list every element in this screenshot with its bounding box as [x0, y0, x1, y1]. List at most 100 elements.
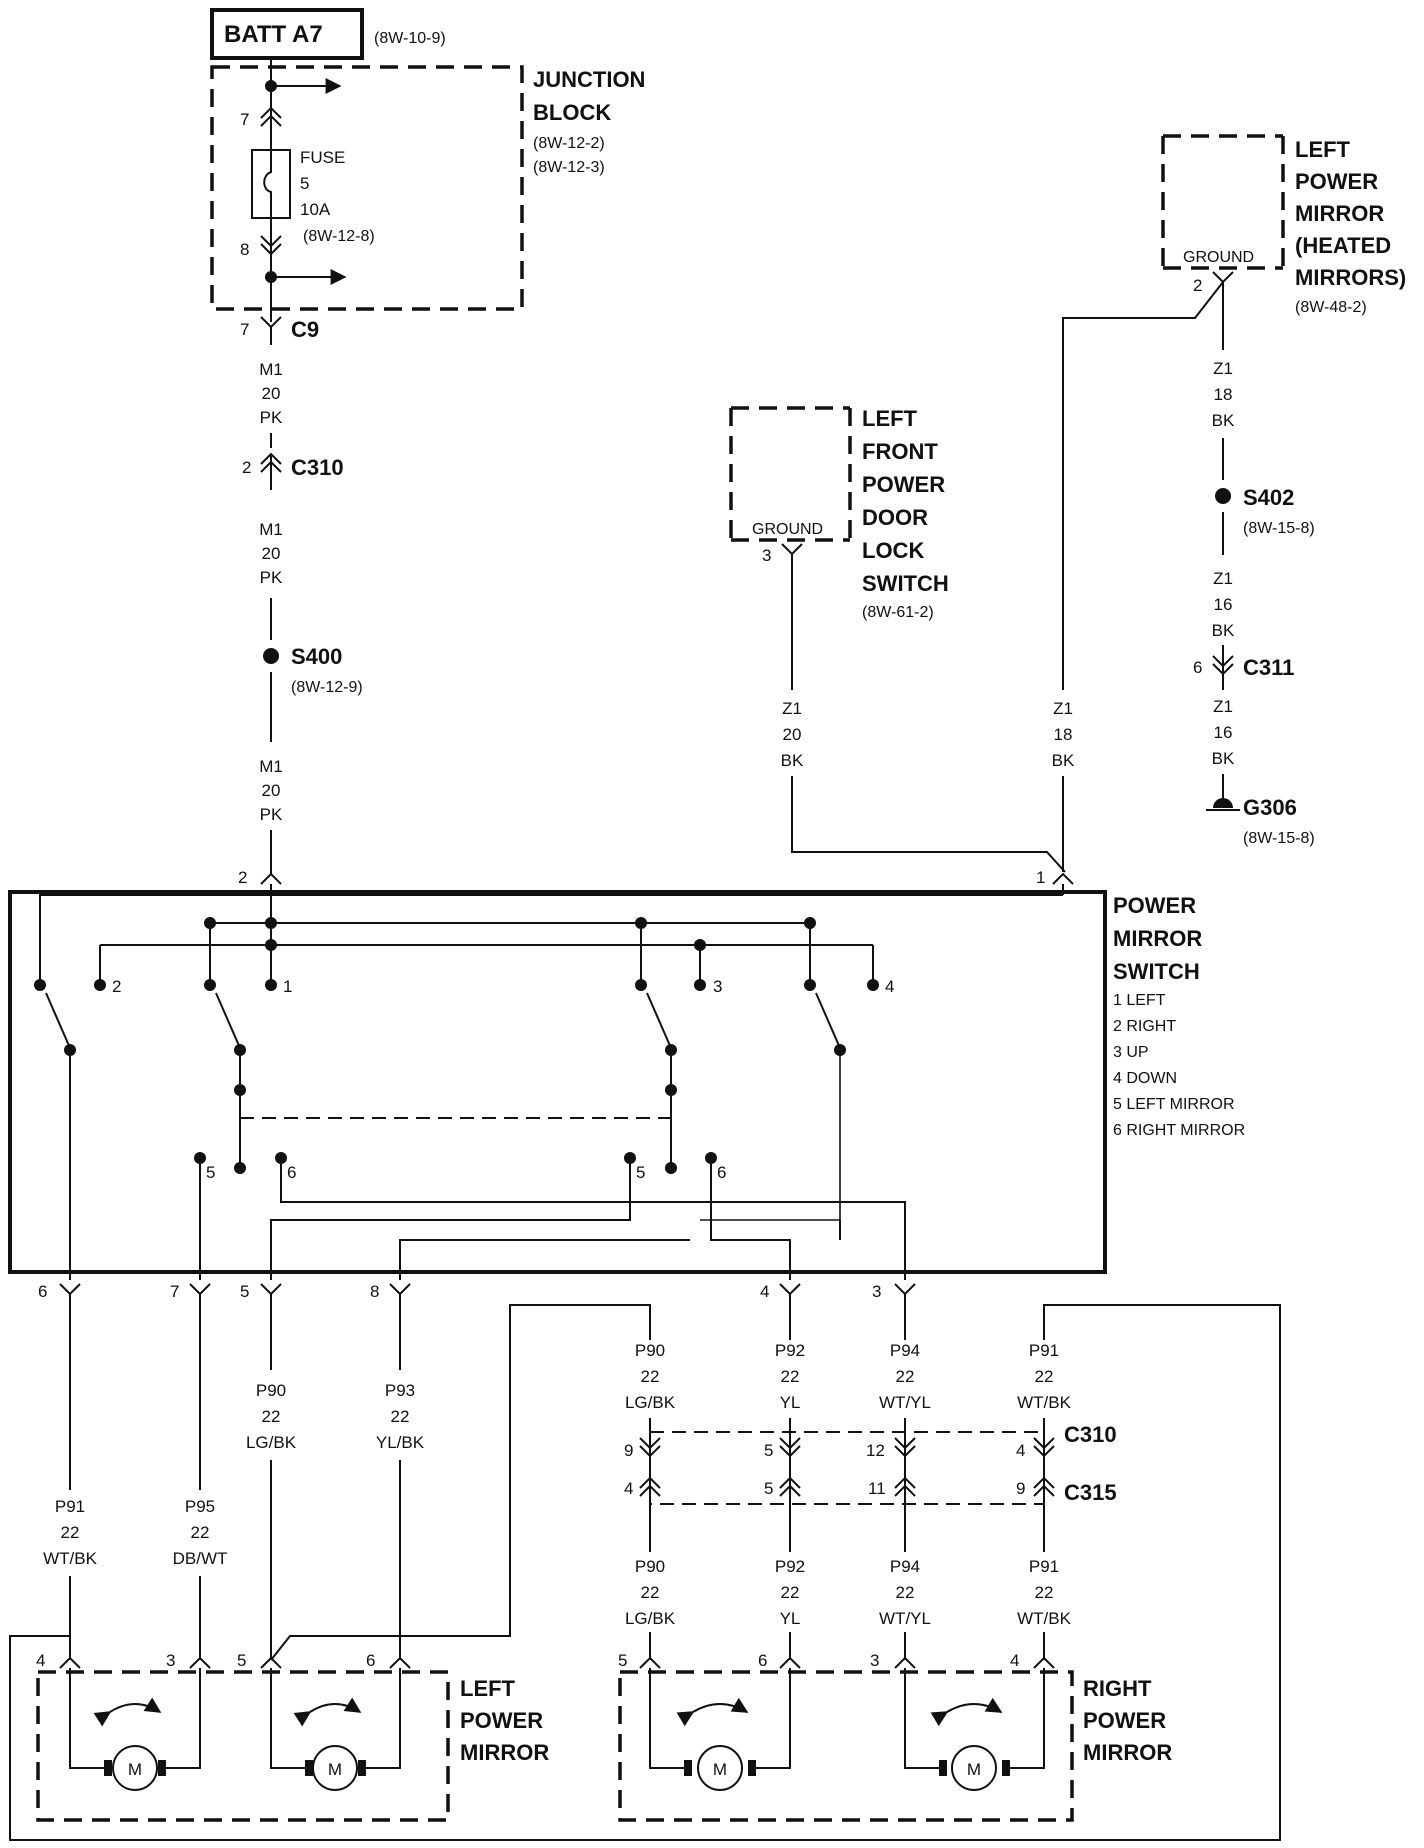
- svg-text:22: 22: [1035, 1367, 1054, 1386]
- svg-text:BK: BK: [781, 751, 804, 770]
- wire-p91-right-top: P91 22 WT/BK: [1017, 1341, 1071, 1412]
- svg-text:16: 16: [1214, 595, 1233, 614]
- switch-contact-4: 4: [885, 977, 894, 996]
- c311-label: C311: [1243, 655, 1294, 680]
- svg-text:20: 20: [783, 725, 802, 744]
- svg-text:WT/BK: WT/BK: [43, 1549, 97, 1568]
- wire-p90-right-bottom: P90 22 LG/BK: [620, 1552, 680, 1632]
- svg-text:DB/WT: DB/WT: [173, 1549, 228, 1568]
- svg-text:22: 22: [641, 1367, 660, 1386]
- fuse-label-2: 5: [300, 174, 309, 193]
- batt-label: BATT A7: [224, 21, 323, 48]
- c310-bottom-connector: 9 5 12 4 C310: [624, 1422, 1117, 1460]
- z1-18-right-col: BK: [1052, 751, 1075, 770]
- svg-text:M: M: [328, 1760, 342, 1779]
- s402-ref: (8W-15-8): [1243, 520, 1315, 537]
- svg-text:MIRRORS): MIRRORS): [1295, 265, 1406, 290]
- svg-text:22: 22: [896, 1367, 915, 1386]
- door-lock-pin: 3: [762, 546, 771, 565]
- switch-contact-1: 1: [283, 977, 292, 996]
- switch-pin-5: 5: [240, 1282, 249, 1301]
- svg-text:20: 20: [262, 544, 281, 563]
- svg-text:LOCK: LOCK: [862, 538, 924, 563]
- c9-label: C9: [291, 317, 319, 342]
- svg-text:(HEATED: (HEATED: [1295, 233, 1391, 258]
- right-power-mirror: RIGHT POWER MIRROR 5 6 3 4 M M: [618, 1651, 1172, 1822]
- left-power-mirror: LEFT POWER MIRROR 4 3 5 6 M M: [36, 1651, 549, 1822]
- wire-z1-18-mid: Z1 18 BK: [1212, 359, 1235, 430]
- right-mirror-pin-4: 4: [1010, 1651, 1019, 1670]
- c311-pin: 6: [1193, 658, 1202, 677]
- left-mirror-pin-6: 6: [366, 1651, 375, 1670]
- svg-text:22: 22: [781, 1367, 800, 1386]
- svg-text:P90: P90: [635, 1557, 665, 1576]
- wire-p90-right-top: P90 22 LG/BK: [625, 1341, 676, 1412]
- svg-text:POWER: POWER: [1083, 1708, 1166, 1733]
- s400-label: S400: [291, 644, 342, 669]
- svg-text:22: 22: [391, 1407, 410, 1426]
- svg-text:PK: PK: [260, 805, 283, 824]
- right-mirror-motor-2: [951, 1745, 997, 1791]
- wire-p94-right-top: P94 22 WT/YL: [879, 1341, 931, 1412]
- left-mirror-pin-5: 5: [237, 1651, 246, 1670]
- svg-text:BK: BK: [1212, 749, 1235, 768]
- svg-text:MIRROR: MIRROR: [1083, 1740, 1172, 1765]
- fuse-label-1: FUSE: [300, 148, 345, 167]
- fuse-pin-out: 8: [240, 240, 249, 259]
- svg-text:5: 5: [764, 1479, 773, 1498]
- fuse-5: FUSE 5 10A (8W-12-8): [251, 148, 375, 245]
- svg-text:YL/BK: YL/BK: [376, 1433, 425, 1452]
- switch-contact-3: 3: [713, 977, 722, 996]
- switch-pin-2-top: 2: [238, 868, 247, 887]
- s400-splice: [263, 648, 279, 664]
- wire-p90-left: P90 22 LG/BK: [246, 1381, 297, 1452]
- z1-18-right-g: 18: [1054, 725, 1073, 744]
- svg-text:SWITCH: SWITCH: [862, 571, 949, 596]
- svg-text:SWITCH: SWITCH: [1113, 959, 1200, 984]
- heated-mirror: GROUND LEFT POWER MIRROR (HEATED MIRRORS…: [1161, 134, 1406, 316]
- svg-text:MIRROR: MIRROR: [460, 1740, 549, 1765]
- heated-mirror-ref: (8W-48-2): [1295, 299, 1367, 316]
- switch-pin-3: 3: [872, 1282, 881, 1301]
- heated-mirror-ground: GROUND: [1183, 249, 1254, 266]
- left-mirror-pin-3: 3: [166, 1651, 175, 1670]
- g306-label: G306: [1243, 795, 1297, 820]
- svg-text:P94: P94: [890, 1341, 920, 1360]
- fuse-pin-in: 7: [240, 110, 249, 129]
- svg-text:MIRROR: MIRROR: [1113, 926, 1202, 951]
- wire-z1-20: Z1 20 BK: [781, 699, 804, 770]
- svg-text:P90: P90: [635, 1341, 665, 1360]
- svg-text:YL: YL: [780, 1609, 801, 1628]
- right-mirror-pin-6: 6: [758, 1651, 767, 1670]
- svg-text:LEFT: LEFT: [460, 1676, 516, 1701]
- switch-contact-6-right: 6: [717, 1163, 726, 1182]
- svg-text:Z1: Z1: [782, 699, 802, 718]
- switch-legend-6: 6 RIGHT MIRROR: [1113, 1122, 1245, 1139]
- svg-text:LEFT: LEFT: [862, 406, 918, 431]
- svg-text:RIGHT: RIGHT: [1083, 1676, 1152, 1701]
- wire-p95-left: P95 22 DB/WT: [173, 1497, 228, 1568]
- c310-top-pin: 2: [242, 458, 251, 477]
- svg-text:20: 20: [262, 781, 281, 800]
- svg-text:16: 16: [1214, 723, 1233, 742]
- svg-text:PK: PK: [260, 408, 283, 427]
- door-lock-switch: GROUND LEFT FRONT POWER DOOR LOCK SWITCH…: [729, 406, 949, 621]
- svg-text:22: 22: [61, 1523, 80, 1542]
- junction-block-ref-2: (8W-12-3): [533, 159, 605, 176]
- junction-block-title-2: BLOCK: [533, 100, 611, 125]
- junction-block: JUNCTION BLOCK (8W-12-2) (8W-12-3): [210, 65, 645, 311]
- svg-text:22: 22: [191, 1523, 210, 1542]
- wire-z1-16-b: Z1 16 BK: [1212, 697, 1235, 768]
- svg-text:WT/YL: WT/YL: [879, 1609, 931, 1628]
- svg-text:11: 11: [868, 1479, 886, 1498]
- s402-label: S402: [1243, 485, 1294, 510]
- door-lock-ground: GROUND: [752, 521, 823, 538]
- c310-bottom-label: C310: [1064, 1422, 1117, 1447]
- svg-text:BK: BK: [1212, 621, 1235, 640]
- svg-text:P92: P92: [775, 1341, 805, 1360]
- svg-text:P92: P92: [775, 1557, 805, 1576]
- svg-text:MIRROR: MIRROR: [1295, 201, 1384, 226]
- wire-m1-c: M1 20 PK: [259, 757, 283, 824]
- s400-ref: (8W-12-9): [291, 679, 363, 696]
